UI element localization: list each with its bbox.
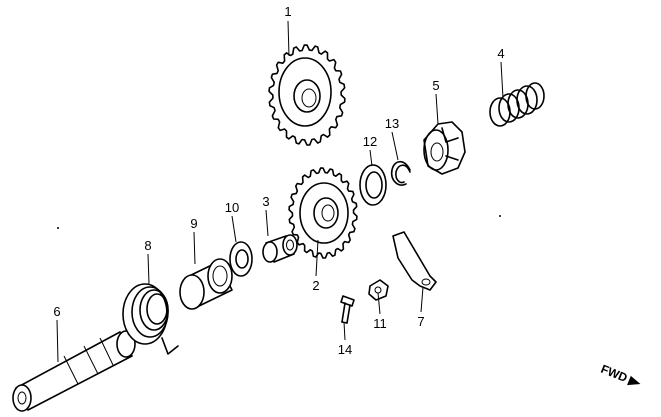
part-labels: 1 2 3 4 5 6 7 8 9 10 11 12 13 14 bbox=[53, 4, 504, 357]
part-4-spring bbox=[489, 82, 545, 127]
label-part-13: 13 bbox=[385, 116, 399, 131]
fwd-label: FWD bbox=[599, 362, 630, 385]
label-part-7: 7 bbox=[417, 314, 424, 329]
reference-dots bbox=[57, 215, 501, 229]
label-part-2: 2 bbox=[312, 278, 319, 293]
part-8-torsion-spring bbox=[122, 283, 179, 355]
part-10-washer bbox=[229, 241, 253, 277]
label-part-9: 9 bbox=[190, 216, 197, 231]
label-part-4: 4 bbox=[497, 46, 504, 61]
label-part-10: 10 bbox=[225, 200, 239, 215]
part-1-gear-upper bbox=[268, 44, 346, 146]
fwd-direction-indicator: FWD bbox=[599, 362, 641, 386]
leader-lines bbox=[56, 20, 504, 363]
label-part-3: 3 bbox=[262, 194, 269, 209]
part-13-circlip bbox=[390, 160, 411, 186]
part-5-ratchet bbox=[423, 121, 466, 175]
label-part-5: 5 bbox=[432, 78, 439, 93]
label-part-14: 14 bbox=[338, 342, 352, 357]
part-14-bolt bbox=[340, 295, 355, 324]
part-7-stopper-plate bbox=[392, 231, 437, 291]
part-12-thrust-washer bbox=[359, 164, 387, 206]
label-part-11: 11 bbox=[373, 316, 387, 331]
label-part-8: 8 bbox=[144, 238, 151, 253]
part-3-collar bbox=[262, 234, 298, 263]
label-part-12: 12 bbox=[363, 134, 377, 149]
fwd-arrow-icon bbox=[627, 375, 641, 386]
part-11-bracket bbox=[368, 279, 389, 301]
part-2-gear-lower bbox=[288, 167, 358, 259]
part-6-kick-starter-spindle bbox=[12, 330, 136, 412]
part-9-sleeve bbox=[179, 258, 233, 310]
label-part-1: 1 bbox=[284, 4, 291, 19]
label-part-6: 6 bbox=[53, 304, 60, 319]
